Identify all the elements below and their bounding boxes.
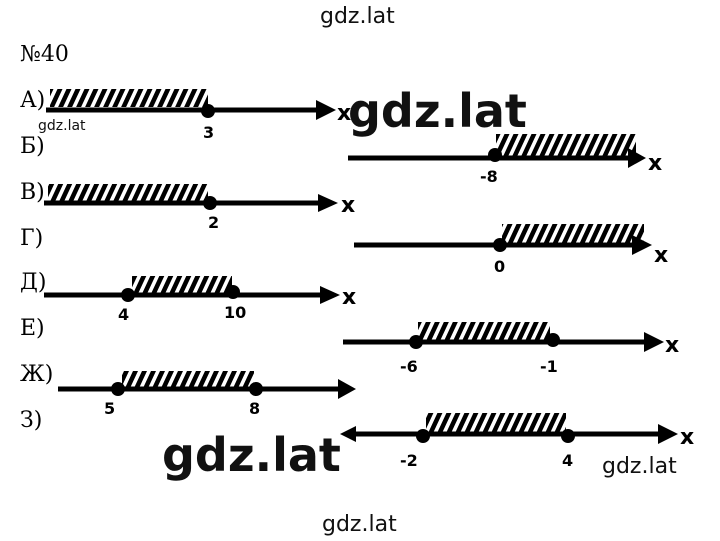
axis-x-e: x [665, 333, 679, 358]
shading-g [502, 224, 644, 244]
number-line-e: -6 -1 x [343, 322, 679, 376]
axis-x-d: x [342, 285, 356, 310]
point-z-2 [561, 429, 575, 443]
point-d-1 [121, 288, 135, 302]
axis-x-z: x [680, 425, 694, 450]
point-e-1 [409, 335, 423, 349]
problem-number: №40 [20, 42, 69, 67]
watermark-big-1: gdz.lat [348, 84, 527, 138]
tick-d-2: 10 [224, 303, 246, 322]
axis-x-b: x [648, 151, 662, 176]
tick-d-1: 4 [118, 305, 129, 324]
watermark-top: gdz.lat [320, 4, 395, 29]
item-label-a: А) [20, 88, 46, 113]
shading-d [132, 276, 232, 294]
item-label-z: З) [20, 408, 43, 433]
number-line-zh: 5 8 [58, 371, 356, 418]
point-zh-1 [111, 382, 125, 396]
watermark-big-2: gdz.lat [162, 428, 341, 482]
point-v-1 [203, 196, 217, 210]
axis-x-g: x [654, 243, 668, 268]
shading-e [418, 322, 550, 342]
watermark-right: gdz.lat [602, 454, 677, 479]
tick-zh-1: 5 [104, 399, 115, 418]
tick-zh-2: 8 [249, 399, 260, 418]
point-a-1 [201, 104, 215, 118]
point-g-1 [493, 238, 507, 252]
axis-x-v: x [341, 193, 355, 218]
number-line-a: 3 x [46, 89, 351, 142]
watermark-bottom: gdz.lat [322, 512, 397, 537]
number-line-z: -2 4 x [340, 413, 694, 470]
tick-v-1: 2 [208, 213, 219, 232]
tick-z-1: -2 [400, 451, 418, 470]
tick-z-2: 4 [562, 451, 573, 470]
item-label-b: Б) [20, 134, 45, 159]
point-e-2 [546, 333, 560, 347]
shading-b [496, 134, 636, 156]
point-d-2 [226, 285, 240, 299]
watermark-small: gdz.lat [38, 118, 86, 134]
point-z-1 [416, 429, 430, 443]
shading-v [48, 184, 208, 202]
number-line-g: 0 x [354, 224, 668, 276]
point-b-1 [488, 148, 502, 162]
item-label-e: Е) [20, 316, 45, 341]
tick-e-1: -6 [400, 357, 418, 376]
item-label-d: Д) [20, 270, 47, 295]
item-label-v: В) [20, 180, 45, 205]
item-label-g: Г) [20, 226, 44, 251]
number-line-v: 2 x [44, 184, 355, 232]
shading-a [50, 89, 208, 107]
tick-b-1: -8 [480, 167, 498, 186]
point-zh-2 [249, 382, 263, 396]
item-label-zh: Ж) [20, 362, 54, 387]
tick-e-2: -1 [540, 357, 558, 376]
number-line-b: -8 x [348, 134, 662, 186]
shading-z [426, 413, 566, 433]
axis-x-a: x [337, 101, 351, 126]
tick-g-1: 0 [494, 257, 505, 276]
shading-zh [122, 371, 254, 389]
number-line-d: 4 10 x [44, 276, 356, 324]
tick-a-1: 3 [203, 123, 214, 142]
